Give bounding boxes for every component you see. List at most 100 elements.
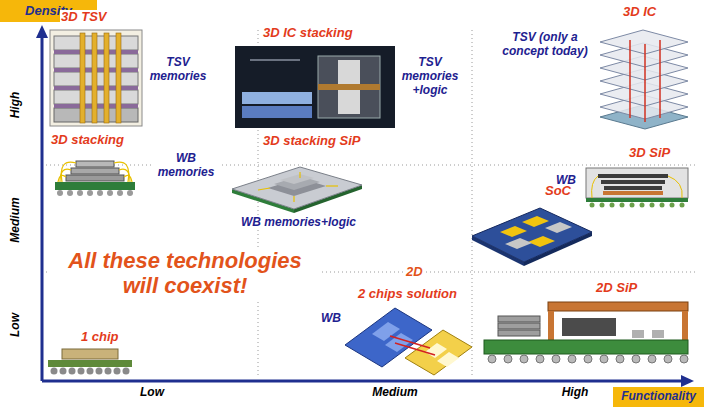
wire-bonds: [58, 162, 132, 182]
tsv-line: [644, 44, 646, 122]
ball: [87, 368, 94, 375]
wire-bonds: [258, 172, 338, 202]
bond-layer: [318, 84, 380, 90]
wire: [592, 176, 598, 198]
substrate: [586, 198, 688, 202]
ball: [123, 368, 130, 375]
ball: [96, 368, 103, 375]
block: [528, 236, 555, 247]
wafer-layer: [242, 92, 312, 104]
memory-die: [498, 330, 540, 336]
bonding-note: WB: [320, 312, 342, 326]
bonding-note: WB memories: [152, 152, 220, 180]
bonding-note: WB memories+logic: [240, 216, 357, 230]
substrate: [484, 340, 688, 354]
technology-name: 2 chips solution: [357, 287, 458, 302]
ball: [616, 355, 624, 363]
soc-board: [472, 208, 592, 266]
via: [116, 33, 121, 123]
via: [80, 33, 85, 123]
block: [425, 343, 447, 358]
block: [385, 333, 413, 352]
ball: [632, 355, 640, 363]
wire: [293, 196, 294, 202]
3d-ic-stack: [600, 30, 688, 129]
die: [71, 168, 119, 174]
via: [104, 33, 109, 123]
ball: [600, 355, 608, 363]
technology-name: 3D IC stacking: [262, 26, 354, 41]
ball: [78, 368, 85, 375]
axis-tick-label: Low: [139, 386, 165, 400]
ball: [520, 355, 528, 363]
axis-tick-label: Medium: [9, 196, 23, 243]
axis-tick-label: Low: [9, 312, 23, 338]
category-note: 2D: [405, 265, 424, 280]
frame: [50, 30, 142, 126]
grid-line: [472, 30, 473, 378]
heat-spreader: [682, 311, 688, 340]
wire: [258, 188, 270, 190]
wire: [114, 162, 129, 182]
ball: [51, 368, 58, 375]
single-chip-package: [48, 349, 132, 375]
ball: [69, 368, 76, 375]
chip-layer: [600, 30, 688, 54]
board: [232, 167, 362, 209]
two-chip-boards: [345, 308, 472, 375]
technology-name: 2D SiP: [595, 281, 638, 296]
technology-name: 3D SiP: [628, 146, 671, 161]
ball: [610, 203, 615, 208]
asic-die: [562, 318, 616, 336]
die: [76, 161, 114, 167]
die: [66, 175, 124, 181]
wafer-layer: [242, 106, 312, 118]
ball: [67, 190, 73, 196]
axis-arrowhead: [36, 25, 48, 38]
solder-balls: [51, 368, 130, 375]
board: [472, 208, 592, 262]
3d-sip-cross-section: [586, 168, 688, 208]
block: [545, 222, 572, 233]
ball: [107, 190, 113, 196]
die: [601, 180, 665, 184]
2d-sip-cross-section: [484, 302, 688, 363]
solder-balls: [488, 355, 688, 363]
ball: [536, 355, 544, 363]
bonding-note: TSV memories: [144, 56, 212, 84]
die: [598, 174, 668, 178]
memory-die: [498, 323, 540, 329]
die: [62, 349, 118, 359]
ball: [630, 203, 635, 208]
block: [522, 216, 549, 227]
substrate: [48, 360, 132, 367]
wire: [326, 185, 338, 186]
wb-stack-package: [55, 161, 135, 196]
ball: [77, 190, 83, 196]
wire: [61, 162, 76, 182]
technology-name: 3D IC: [622, 5, 657, 20]
die: [280, 174, 314, 184]
wire: [395, 343, 435, 355]
ball: [105, 368, 112, 375]
tsv-line: [629, 40, 631, 118]
ball: [504, 355, 512, 363]
grid-lines: [46, 30, 695, 378]
ball: [60, 368, 67, 375]
block: [437, 352, 459, 367]
solder-balls: [590, 203, 685, 208]
bonding-note: TSV memories +logic: [398, 56, 462, 97]
die: [603, 191, 663, 195]
die: [604, 186, 662, 190]
ball: [488, 355, 496, 363]
technology-name: 1 chip: [80, 330, 120, 345]
ball: [660, 203, 665, 208]
bonding-note: TSV (only a concept today): [494, 31, 596, 59]
ball: [640, 203, 645, 208]
ball: [87, 190, 93, 196]
y-axis: [41, 36, 44, 381]
wire: [390, 336, 430, 348]
ball: [552, 355, 560, 363]
axes: [36, 25, 694, 387]
technology-name: 3D stacking SiP: [262, 134, 362, 149]
